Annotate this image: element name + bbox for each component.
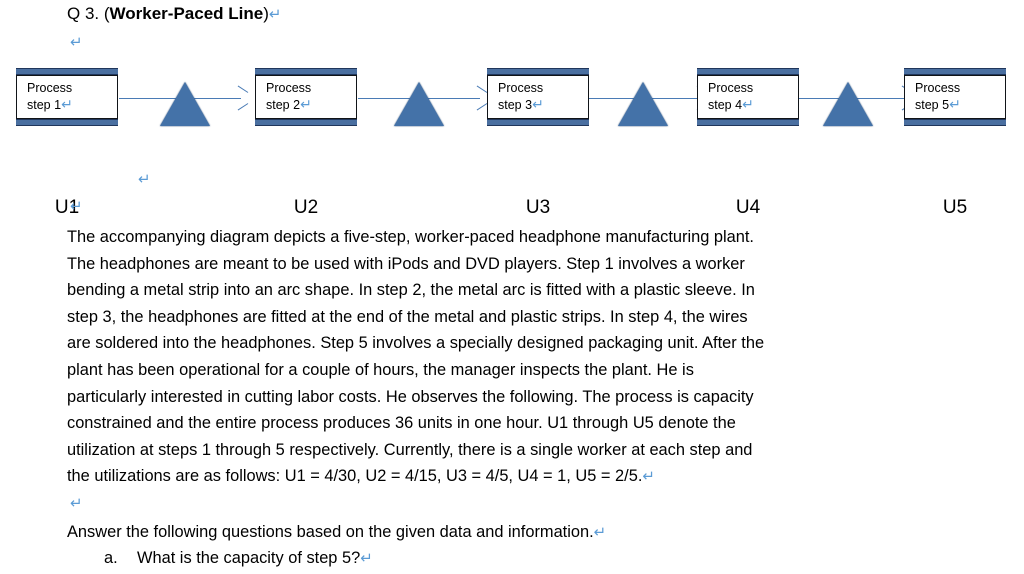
buffer-triangle-2 [394,82,444,126]
paragraph-mark-icon: ↵ [593,523,607,541]
question-text: What is the capacity of step 5? [137,549,361,567]
process-step-node-1[interactable]: Process step 1↵ [16,68,118,126]
node-label-line2: step 5 [915,98,950,112]
paragraph-mark-icon: ↵ [70,494,83,512]
node-label-line1: Process [915,81,961,95]
utilization-label-u4: U4 [735,197,761,218]
arrow-head-icon-2 [475,91,486,105]
paragraph-mark-icon: ↵ [949,97,961,113]
node-label-line1: Process [266,81,312,95]
paragraph-mark-icon: ↵ [742,97,754,113]
node-bottom-bar [697,119,799,126]
process-step-node-4[interactable]: Process step 4↵ [697,68,799,126]
paragraph-line: plant has been operational for a couple … [67,360,694,379]
answer-instruction-text: Answer the following questions based on … [67,523,594,541]
node-label-line2: step 3 [498,98,533,112]
list-marker: a. [104,549,118,567]
paragraph-mark-icon: ↵ [642,467,655,486]
paragraph-line: bending a metal strip into an arc shape.… [67,281,755,300]
utilization-label-u1: U1 [54,197,80,218]
process-flow-diagram: Process step 1↵ U1 Process step 2↵ U2 Pr… [0,60,1024,218]
paragraph-mark-icon: ↵ [268,5,282,23]
process-step-node-3[interactable]: Process step 3↵ [487,68,589,126]
node-top-bar [697,68,799,75]
paragraph-mark-icon: ↵ [70,197,83,215]
node-top-bar [487,68,589,75]
node-label-line1: Process [498,81,544,95]
problem-statement: The accompanying diagram depicts a five-… [67,224,947,490]
node-label-line2: step 1 [27,98,62,112]
paragraph-line: constrained and the entire process produ… [67,414,736,433]
node-bottom-bar [487,119,589,126]
paragraph-line: The headphones are meant to be used with… [67,254,745,273]
buffer-triangle-3 [618,82,668,126]
process-step-node-2[interactable]: Process step 2↵ [255,68,357,126]
paragraph-line: the utilizations are as follows: U1 = 4/… [67,467,643,486]
buffer-triangle-1 [160,82,210,126]
paragraph-line: step 3, the headphones are fitted at the… [67,307,748,326]
paragraph-mark-icon: ↵ [70,33,83,51]
node-label-line1: Process [708,81,754,95]
process-step-node-5[interactable]: Process step 5↵ [904,68,1006,126]
arrow-head-icon-1 [236,91,247,105]
utilization-label-u5: U5 [942,197,968,218]
page-title: Q 3. (Worker-Paced Line)↵ [67,3,281,25]
utilization-label-u2: U2 [293,197,319,218]
paragraph-mark-icon: ↵ [532,97,544,113]
paragraph-mark-icon: ↵ [300,97,312,113]
node-top-bar [16,68,118,75]
node-bottom-bar [16,119,118,126]
node-body: Process step 5↵ [904,75,1006,119]
title-suffix: ) [263,4,269,23]
paragraph-line: are soldered into the headphones. Step 5… [67,334,765,353]
node-bottom-bar [904,119,1006,126]
paragraph-mark-icon: ↵ [61,97,73,113]
paragraph-line: utilization at steps 1 through 5 respect… [67,440,753,459]
paragraph-line: The accompanying diagram depicts a five-… [67,228,754,246]
answer-instruction: Answer the following questions based on … [67,519,606,546]
node-label-line2: step 2 [266,98,301,112]
node-top-bar [904,68,1006,75]
paragraph-mark-icon: ↵ [360,549,373,567]
paragraph-mark-icon: ↵ [138,170,151,188]
buffer-triangle-4 [823,82,873,126]
paragraph-line: particularly interested in cutting labor… [67,387,754,406]
title-emphasis: Worker-Paced Line [109,4,264,23]
node-bottom-bar [255,119,357,126]
node-label-line1: Process [27,81,73,95]
utilization-label-u3: U3 [525,197,551,218]
node-body: Process step 3↵ [487,75,589,119]
question-item-a: a. What is the capacity of step 5?↵ [104,545,373,572]
title-prefix: Q 3. ( [67,4,110,23]
node-body: Process step 2↵ [255,75,357,119]
node-label-line2: step 4 [708,98,743,112]
node-body: Process step 1↵ [16,75,118,119]
node-top-bar [255,68,357,75]
node-body: Process step 4↵ [697,75,799,119]
